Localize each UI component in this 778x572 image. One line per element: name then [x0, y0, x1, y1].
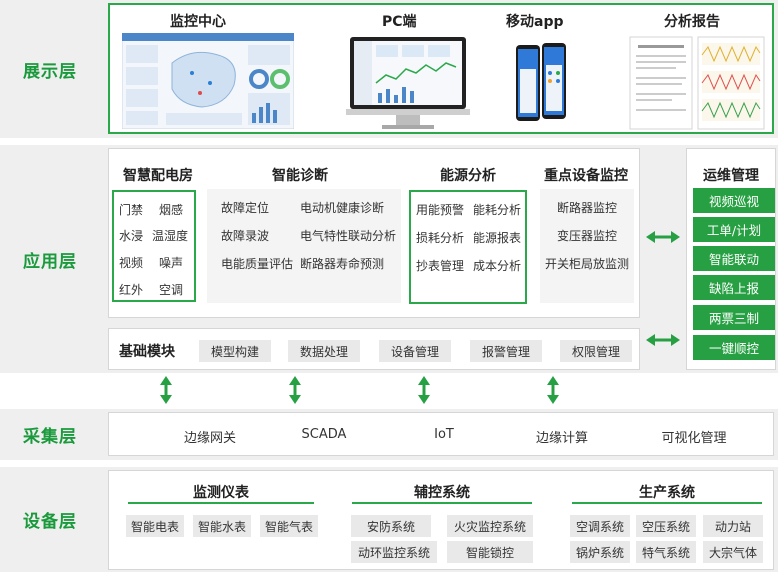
auxiliary-item: 动环监控系统 [351, 541, 437, 563]
diagnosis-item: 电动机健康诊断 [300, 201, 385, 215]
presentation-panel: 监控中心 PC端 移动app 分析报告 [108, 3, 774, 134]
collection-item: IoT [434, 427, 454, 442]
key-equipment-title: 重点设备监控 [544, 168, 628, 184]
diagnosis-item: 电能质量评估 [221, 257, 294, 271]
double-arrow-horizontal-icon [646, 334, 680, 346]
base-module-title: 基础模块 [119, 344, 175, 360]
ops-item-one-key-control: 一键顺控 [693, 335, 775, 360]
ops-item-smart-linkage: 智能联动 [693, 246, 775, 271]
report-thumbnail [629, 36, 765, 130]
base-module-item: 模型构建 [199, 340, 271, 362]
ops-item-video-patrol: 视频巡视 [693, 188, 775, 213]
instrument-item: 智能水表 [193, 515, 251, 537]
base-module-item: 报警管理 [470, 340, 542, 362]
presentation-item-monitor: 监控中心 [170, 14, 226, 30]
diagnosis-item: 断路器寿命预测 [300, 257, 385, 271]
energy-item: 能源报表 [473, 231, 522, 245]
dashboard-thumbnail [122, 33, 294, 129]
energy-item: 能耗分析 [473, 203, 522, 217]
power-room-item: 烟感 [159, 203, 184, 217]
energy-item: 损耗分析 [416, 231, 465, 245]
layer-label-application: 应用层 [23, 251, 77, 272]
ops-item-work-order: 工单/计划 [693, 217, 775, 242]
power-room-item: 水浸 [119, 229, 144, 243]
ops-item-two-tickets: 两票三制 [693, 305, 775, 330]
presentation-item-mobile: 移动app [506, 14, 564, 30]
collection-item: 边缘计算 [535, 431, 588, 446]
base-module-item: 权限管理 [560, 340, 632, 362]
instrument-item: 智能电表 [126, 515, 184, 537]
auxiliary-item: 智能锁控 [447, 541, 533, 563]
ops-title: 运维管理 [703, 168, 759, 184]
production-item: 锅炉系统 [570, 541, 630, 563]
pc-monitor-thumbnail [346, 37, 470, 129]
auxiliary-item: 火灾监控系统 [447, 515, 533, 537]
energy-analysis-box: 用能预警 能耗分析 损耗分析 能源报表 抄表管理 成本分析 [409, 190, 527, 304]
power-room-item: 红外 [119, 283, 144, 297]
energy-item: 抄表管理 [416, 259, 465, 273]
layer-label-device: 设备层 [23, 512, 77, 532]
double-arrow-vertical-icon [160, 376, 172, 404]
key-equipment-item: 变压器监控 [556, 229, 617, 243]
collection-item: 边缘网关 [183, 431, 236, 446]
energy-item: 用能预警 [416, 203, 465, 217]
production-item: 空压系统 [636, 515, 696, 537]
production-divider [572, 502, 762, 504]
base-module-item: 设备管理 [379, 340, 451, 362]
production-item: 动力站 [703, 515, 763, 537]
power-room-item: 视频 [119, 256, 144, 270]
production-title: 生产系统 [639, 485, 695, 501]
smart-diagnosis-title: 智能诊断 [272, 168, 328, 184]
presentation-item-report: 分析报告 [664, 14, 720, 30]
power-room-item: 噪声 [159, 256, 184, 270]
collection-panel: 边缘网关 SCADA IoT 边缘计算 可视化管理 [108, 412, 774, 456]
smart-power-room-title: 智慧配电房 [123, 168, 193, 184]
base-module-panel: 基础模块 [108, 328, 640, 370]
smart-power-room-box: 门禁 烟感 水浸 温湿度 视频 噪声 红外 空调 [112, 190, 196, 302]
power-room-item: 门禁 [119, 203, 144, 217]
layer-label-collection: 采集层 [23, 427, 77, 447]
instruments-divider [128, 502, 314, 504]
auxiliary-title: 辅控系统 [414, 485, 470, 501]
energy-item: 成本分析 [473, 259, 522, 273]
diagnosis-item: 故障定位 [221, 201, 270, 215]
auxiliary-divider [352, 502, 532, 504]
collection-item: SCADA [301, 427, 347, 442]
diagnosis-item: 电气特性联动分析 [300, 229, 397, 243]
collection-item: 可视化管理 [661, 431, 727, 446]
diagnosis-item: 故障录波 [221, 229, 270, 243]
layer-label-presentation: 展示层 [23, 61, 77, 82]
base-module-item: 数据处理 [288, 340, 360, 362]
smart-diagnosis-box: 故障定位 电动机健康诊断 故障录波 电气特性联动分析 电能质量评估 断路器寿命预… [207, 189, 401, 303]
instruments-title: 监测仪表 [193, 485, 249, 501]
mobile-thumbnail [516, 43, 566, 121]
key-equipment-box: 断路器监控 变压器监控 开关柜局放监测 [540, 189, 634, 303]
presentation-item-pc: PC端 [382, 14, 417, 30]
power-room-item: 空调 [159, 283, 184, 297]
double-arrow-vertical-icon [289, 376, 301, 404]
production-item: 空调系统 [570, 515, 630, 537]
production-item: 特气系统 [636, 541, 696, 563]
double-arrow-vertical-icon [547, 376, 559, 404]
double-arrow-vertical-icon [418, 376, 430, 404]
key-equipment-item: 断路器监控 [556, 201, 617, 215]
power-room-item: 温湿度 [152, 229, 189, 243]
energy-analysis-title: 能源分析 [440, 168, 496, 184]
ops-item-defect-report: 缺陷上报 [693, 275, 775, 300]
double-arrow-horizontal-icon [646, 231, 680, 243]
auxiliary-item: 安防系统 [351, 515, 431, 537]
instrument-item: 智能气表 [260, 515, 318, 537]
production-item: 大宗气体 [703, 541, 763, 563]
key-equipment-item: 开关柜局放监测 [544, 257, 629, 271]
